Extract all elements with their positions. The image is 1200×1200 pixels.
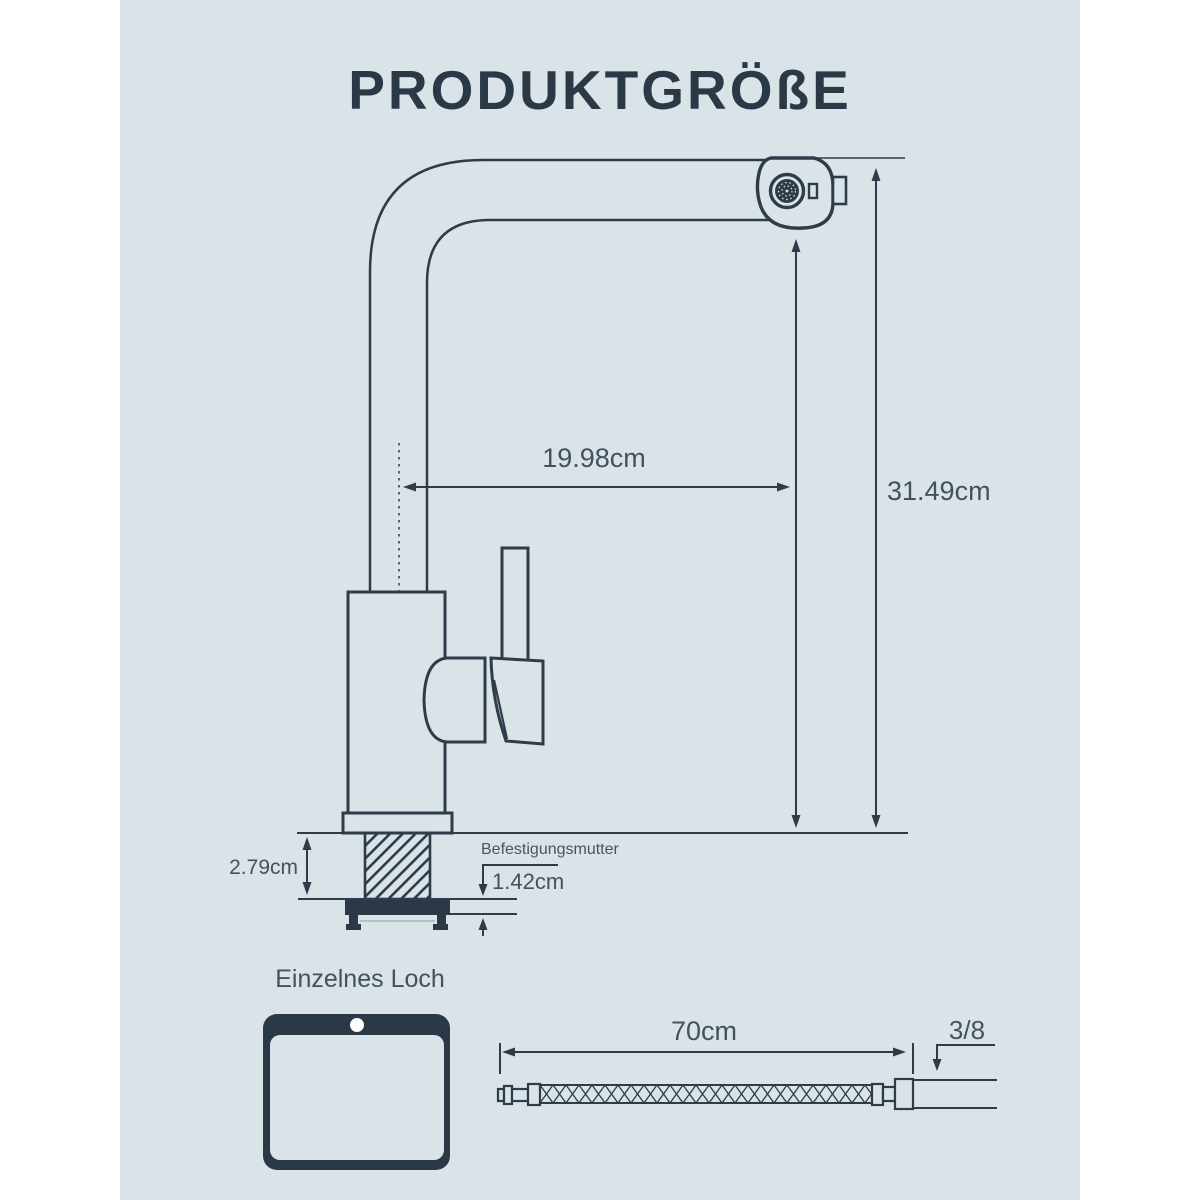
dim-label-spout-reach: 19.98cm: [542, 443, 646, 473]
dim-label-thread-size: 3/8: [948, 1015, 986, 1045]
dim-thread-size: [932, 1044, 995, 1071]
dim-label-deck-thickness: 2.79cm: [229, 856, 298, 879]
braided-supply-hose-icon: [496, 1077, 997, 1111]
product-size-panel: [120, 0, 1080, 1200]
spout-outer-edge: [368, 158, 772, 596]
faucet-handle: [422, 546, 545, 746]
dim-deck-thickness: [302, 837, 312, 895]
label-single-hole: Einzelnes Loch: [275, 965, 445, 993]
dim-label-hose-length: 70cm: [670, 1016, 738, 1046]
dim-head-to-deck: [791, 239, 801, 828]
dim-nut-height: [478, 864, 558, 936]
handle-lever: [500, 546, 530, 664]
dim-hose-length: [499, 1043, 914, 1074]
mounting-nut: [345, 900, 450, 930]
page-title: PRODUKTGRÖßE: [348, 59, 852, 121]
dimension-lines: [302, 168, 995, 1074]
dim-total-height: [871, 168, 881, 828]
faucet-spray-head-icon: [755, 156, 848, 230]
faucet-outline: [297, 156, 908, 915]
hose-braid: [539, 1084, 873, 1104]
single-hole-mounting-plate-icon: [263, 1014, 450, 1170]
label-mounting-nut: Befestigungsmutter: [481, 841, 619, 858]
dim-label-total-height: 31.49cm: [887, 476, 991, 506]
faucet-base-flange: [341, 811, 454, 835]
handle-joint: [422, 656, 487, 744]
threaded-shank: [363, 831, 432, 901]
spout-inner-edge: [425, 218, 772, 596]
handle-grip-crease: [492, 679, 509, 740]
dim-spout-reach: [403, 482, 790, 492]
dim-label-nut-height: 1.42cm: [492, 869, 565, 894]
